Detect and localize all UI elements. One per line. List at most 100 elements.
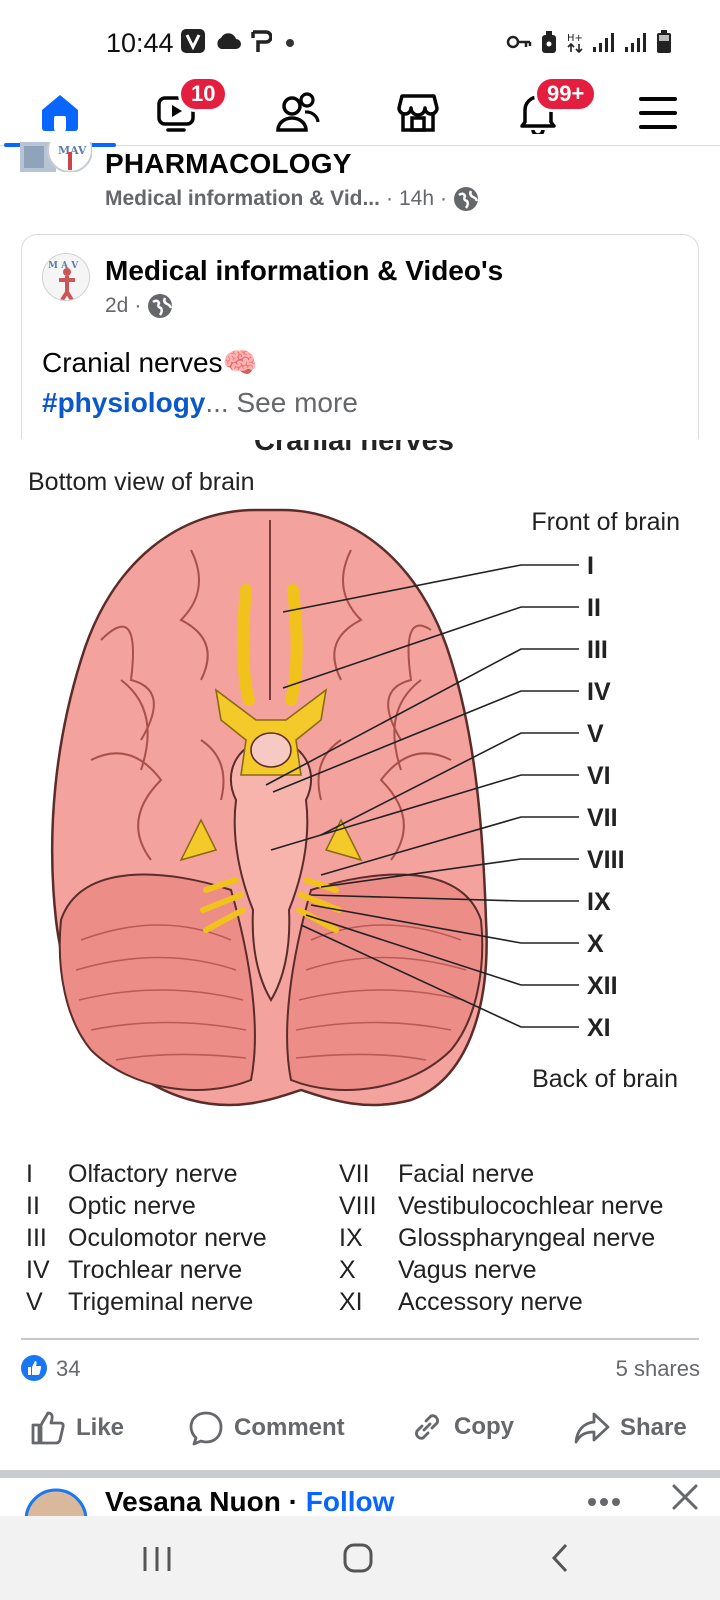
recent-apps-icon[interactable] (140, 1544, 174, 1574)
back-icon[interactable] (548, 1542, 572, 1574)
meta-dot: · (385, 187, 393, 210)
svg-text:H+: H+ (567, 33, 583, 44)
legend-num: XI (339, 1288, 363, 1316)
thumbs-up-icon (31, 1411, 65, 1445)
next-post-avatar[interactable] (24, 1488, 88, 1516)
shared-post-age[interactable]: 14h (398, 187, 435, 210)
nerve-label: X (587, 930, 604, 958)
next-post-author: Vesana Nuon · Follow (105, 1486, 394, 1516)
post-actions: Like Comment Copy Share (0, 1402, 720, 1466)
legend-name: Vestibulocochlear nerve (398, 1192, 663, 1220)
cloud-icon (217, 33, 241, 49)
shared-post-meta: Medical information & Vid... · 14h · (105, 186, 479, 212)
nerve-label: VIII (587, 846, 625, 874)
nerve-label: VI (587, 762, 611, 790)
comment-icon (189, 1411, 223, 1446)
close-icon[interactable] (670, 1482, 700, 1512)
copy-label: Copy (454, 1413, 514, 1440)
legend-num: V (26, 1288, 43, 1316)
post-age[interactable]: 2d (105, 294, 129, 317)
globe-icon (148, 294, 173, 318)
tab-friends[interactable] (238, 80, 358, 146)
link-icon (415, 1414, 439, 1440)
friends-icon (276, 92, 320, 132)
hashtag-link[interactable]: #physiology (42, 387, 206, 418)
legend-name: Oculomotor nerve (68, 1224, 267, 1252)
diagram-subtitle: Bottom view of brain (28, 468, 255, 496)
cranial-nerves-diagram: Cranial nerves Bottom view of brain Fron… (21, 440, 699, 1340)
next-post-name[interactable]: Vesana Nuon (105, 1486, 281, 1516)
legend-num: III (26, 1224, 47, 1252)
shared-post-title[interactable]: PHARMACOLOGY (105, 148, 352, 179)
like-count[interactable]: 34 (56, 1356, 81, 1381)
legend-num: I (26, 1160, 33, 1188)
hamburger-menu-icon (639, 97, 677, 129)
legend-name: Optic nerve (68, 1192, 196, 1220)
status-bar: 10:44 H+ (0, 0, 720, 80)
post-image[interactable]: Cranial nerves Bottom view of brain Fron… (21, 440, 699, 1342)
legend-name: Trigeminal nerve (68, 1288, 253, 1316)
video-badge: 10 (178, 76, 229, 112)
post-author[interactable]: Medical information & Video's (105, 255, 504, 286)
follow-link[interactable]: Follow (305, 1486, 395, 1516)
share-arrow-icon (574, 1412, 610, 1444)
legend-num: X (339, 1256, 356, 1284)
meta-dot: · (440, 187, 448, 210)
like-reaction-icon[interactable] (20, 1354, 48, 1382)
legend-name: Accessory nerve (398, 1288, 583, 1316)
tab-menu[interactable] (598, 80, 718, 146)
nerve-label: VII (587, 804, 618, 832)
key-icon (506, 35, 532, 49)
battery-icon (657, 30, 671, 53)
signal-icon-1 (593, 33, 614, 52)
tab-marketplace[interactable] (358, 80, 478, 146)
front-label: Front of brain (531, 508, 680, 536)
see-more-link[interactable]: See more (236, 387, 358, 418)
share-button[interactable]: Share (574, 1410, 687, 1446)
home-button-icon[interactable] (342, 1542, 374, 1574)
shared-post-source[interactable]: Medical information & Vid... (105, 187, 380, 210)
more-options-icon[interactable] (586, 1496, 622, 1508)
post-hashtag-line: #physiology... See more (42, 383, 358, 423)
legend-num: VII (339, 1160, 370, 1188)
nerve-label: II (587, 594, 601, 622)
meta-dot: · (134, 294, 142, 317)
legend-name: Glosspharyngeal nerve (398, 1224, 655, 1252)
nerve-labels: I II III IV V VI VII VIII IX X XII XI (587, 552, 625, 1042)
dot-icon (286, 39, 294, 47)
nerve-label: I (587, 552, 594, 580)
legend-name: Facial nerve (398, 1160, 534, 1188)
data-arrows-icon: H+ (567, 33, 583, 54)
post-text: Cranial nerves🧠 #physiology... See more (42, 343, 358, 423)
post-caption: Cranial nerves🧠 (42, 347, 258, 378)
legend-name: Vagus nerve (398, 1256, 537, 1284)
tab-video[interactable]: 10 (118, 76, 238, 146)
status-right-icons: H+ (506, 30, 672, 54)
shared-post-header: MAV PHARMACOLOGY Medical information & V… (0, 127, 720, 230)
nerve-label: XI (587, 1014, 611, 1042)
legend-num: IV (26, 1256, 50, 1284)
tab-notifications[interactable]: 99+ (478, 76, 598, 146)
like-button[interactable]: Like (30, 1410, 124, 1446)
svg-text:MAV: MAV (58, 144, 87, 157)
copy-button[interactable]: Copy (410, 1410, 514, 1444)
comment-button[interactable]: Comment (188, 1410, 345, 1446)
reactions-summary: 34 5 shares (20, 1352, 700, 1392)
group-avatar[interactable]: MAV (20, 127, 93, 182)
status-left-icons (180, 28, 300, 54)
tab-home[interactable] (0, 80, 120, 147)
leader-lines (265, 564, 579, 1028)
next-post-header: Vesana Nuon · Follow (0, 1478, 720, 1516)
top-nav: 10 99+ (0, 76, 720, 147)
post-meta: 2d · (105, 293, 173, 319)
globe-icon (454, 187, 479, 211)
nerve-label: XII (587, 972, 618, 1000)
status-time: 10:44 (106, 28, 174, 58)
legend-num: II (26, 1192, 40, 1220)
signal-icon-2 (625, 33, 646, 52)
brain-illustration (50, 508, 488, 1107)
nerve-label: IV (587, 678, 611, 706)
lock-battery-icon (542, 31, 556, 53)
author-avatar[interactable]: M A V (42, 253, 90, 301)
share-count[interactable]: 5 shares (615, 1356, 700, 1381)
